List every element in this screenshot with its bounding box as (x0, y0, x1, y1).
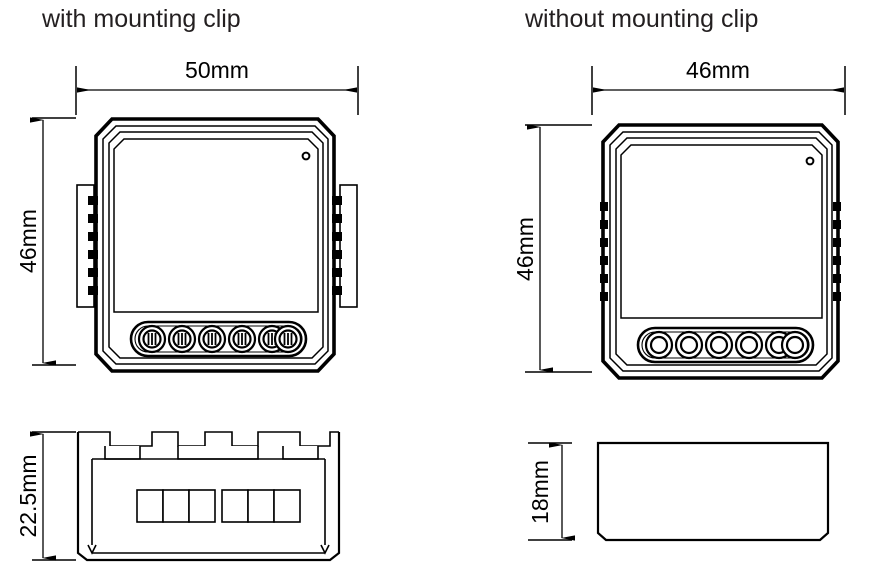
side-view-shell-right (596, 441, 830, 542)
side-view-body (91, 458, 326, 553)
device-body-outline (601, 123, 840, 380)
dim-right-width: 46mm (591, 57, 846, 115)
title-left: with mounting clip (41, 5, 241, 33)
device-body-contour-4 (620, 144, 823, 319)
led-indicator-hole (805, 156, 815, 166)
dim-label-right-depth: 18mm (527, 460, 553, 524)
side-view-step-inner-3 (282, 446, 319, 460)
dim-label-left-height: 46mm (15, 209, 41, 273)
mounting-clip-right (339, 184, 358, 308)
side-view-chamfer-right-right (819, 532, 829, 541)
left-side-view: 22.5mm (15, 431, 341, 562)
ratchet-teeth-right (332, 196, 342, 295)
device-body-contour-3 (615, 137, 828, 366)
device-body-contour-4 (113, 138, 319, 313)
dim-right-height: 46mm (512, 124, 592, 373)
dim-right-depth: 18mm (527, 442, 575, 541)
dim-label-right-height: 46mm (512, 217, 538, 281)
dim-left-depth: 22.5mm (15, 431, 76, 561)
right-side-view: 18mm (527, 441, 830, 542)
side-view-step-inner (104, 446, 141, 460)
side-view-step-inner-2 (177, 446, 259, 460)
dim-label-left-depth: 22.5mm (15, 454, 41, 537)
side-view-chamfer-left-right (597, 532, 607, 541)
ratchet-teeth-right (833, 202, 841, 301)
device-body-contour-2 (609, 131, 833, 372)
device-body-outline (94, 117, 336, 373)
device-body-contour-2 (102, 125, 329, 365)
screw-terminal (167, 324, 197, 354)
dim-left-height: 46mm (15, 117, 76, 366)
led-indicator-hole (301, 151, 311, 161)
dim-label-left-width: 50mm (185, 57, 249, 83)
screw-terminal (273, 324, 303, 354)
screw-terminal (704, 330, 734, 360)
title-right: without mounting clip (524, 5, 758, 33)
screw-terminal (644, 330, 674, 360)
ratchet-teeth-left (88, 196, 98, 295)
side-view-terminal-openings (136, 489, 301, 523)
ratchet-teeth-left (600, 202, 608, 301)
left-front-view: 50mm 46mm (15, 57, 359, 373)
screw-terminal (227, 324, 257, 354)
screw-terminal (734, 330, 764, 360)
screw-terminal (780, 330, 810, 360)
screw-terminal (137, 324, 167, 354)
right-front-view: 46mm 46mm (512, 57, 846, 380)
device-body-contour-3 (108, 131, 324, 359)
dim-label-right-width: 46mm (686, 57, 750, 83)
terminal-block-left (129, 320, 308, 358)
terminal-block-right (636, 326, 815, 364)
dim-left-width: 50mm (75, 57, 359, 115)
screw-terminal (674, 330, 704, 360)
screw-terminal (197, 324, 227, 354)
